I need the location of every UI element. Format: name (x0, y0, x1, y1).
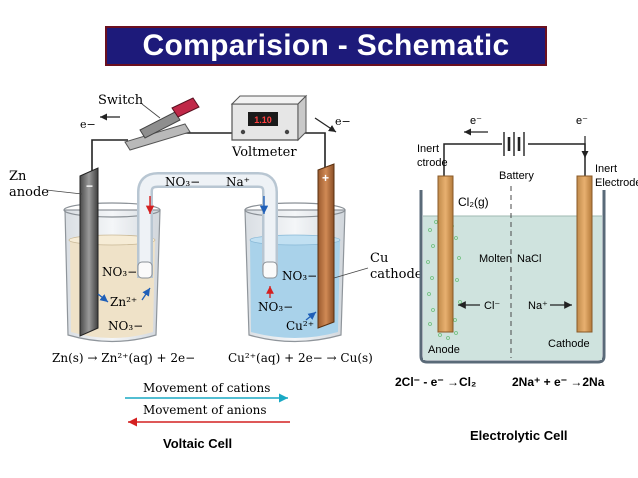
electron-label-left: e− (80, 118, 96, 131)
voltmeter-icon (230, 94, 308, 142)
nacl-label: NaCl (517, 253, 541, 265)
voltaic-wire-right (298, 132, 326, 168)
left-zn2-ion: Zn²⁺ (110, 295, 137, 309)
electrolytic-anode-equation: 2Cl⁻ - e⁻ →Cl₂ (395, 375, 476, 389)
voltaic-cell: e− e− Switch 1.10 Voltmeter (9, 93, 423, 427)
electrolytic-electron-label-left: e⁻ (470, 115, 482, 127)
zn-label: Zn (9, 169, 27, 184)
electrolytic-electron-label-right: e⁻ (576, 115, 588, 127)
right-cation-arrow (305, 311, 317, 321)
title-banner: Comparision - Schematic (105, 26, 547, 66)
page-title: Comparision - Schematic (142, 29, 510, 62)
bridge-no3-label: NO₃− (165, 175, 200, 189)
cathode-plus-sign: + (322, 171, 329, 185)
cathode-leader (333, 267, 369, 279)
left-anion-arrow (141, 287, 151, 301)
voltmeter-label: Voltmeter (231, 145, 297, 160)
bridge-na-label: Na⁺ (226, 175, 250, 189)
cathode-electrode (576, 175, 593, 333)
inert-left-label-2: ctrode (417, 157, 448, 169)
electrolytic-anode-label: Anode (428, 344, 460, 356)
cathode-label: cathode (370, 267, 423, 282)
left-no3-ion-a: NO₃− (102, 265, 137, 279)
inert-right-label-2: Electrode (595, 177, 638, 189)
right-cu2-ion: Cu²⁺ (286, 319, 314, 333)
electron-label-right: e− (335, 115, 351, 128)
electrolytic-wire-right (528, 143, 586, 176)
inert-left-label-1: Inert (417, 143, 439, 155)
anode-electrode (437, 175, 454, 333)
legend-anions-label: Movement of anions (143, 403, 267, 417)
electrolytic-cathode-equation: 2Na⁺ + e⁻ →2Na (512, 375, 605, 389)
switch-leader (141, 103, 161, 119)
right-no3-ion-a: NO₃− (282, 269, 317, 283)
electron-arrow-right (314, 117, 337, 133)
voltaic-wire-left (91, 139, 128, 182)
anode-equation: Zn(s) → Zn²⁺(aq) + 2e− (52, 351, 195, 365)
cathode-equation: Cu²⁺(aq) + 2e− → Cu(s) (228, 351, 373, 365)
electrolytic-cathode-label: Cathode (548, 338, 590, 350)
anode-label: anode (9, 185, 49, 200)
electrolytic-container (419, 190, 606, 364)
battery-icon (503, 132, 525, 156)
legend-cations-label: Movement of cations (143, 381, 270, 395)
right-no3-ion-b: NO₃− (258, 300, 293, 314)
zn-electrode (79, 167, 99, 337)
voltaic-cell-caption: Voltaic Cell (163, 436, 233, 451)
molten-label: Molten (479, 253, 512, 265)
inert-right-label-1: Inert (595, 163, 617, 175)
cu-label: Cu (370, 251, 388, 266)
anode-minus-sign: − (86, 179, 93, 193)
switch-label: Switch (98, 93, 144, 108)
battery-label: Battery (499, 170, 534, 182)
cl-ion-label: Cl⁻ (484, 300, 500, 312)
cu-electrode (317, 163, 335, 329)
electrolytic-cell: Battery e⁻ e⁻ Inert ctrode Inert Electro… (395, 115, 638, 389)
switch-icon (124, 97, 200, 151)
na-ion-label: Na⁺ (528, 300, 548, 312)
left-no3-ion-b: NO₃− (108, 319, 143, 333)
electrolytic-wire-left (443, 143, 502, 176)
left-cation-arrow (97, 293, 109, 303)
electrolytic-cell-caption: Electrolytic Cell (470, 428, 568, 443)
anode-leader (45, 189, 83, 195)
cl2-gas-label: Cl₂(g) (458, 195, 489, 209)
voltmeter-display: 1.10 (254, 115, 272, 125)
